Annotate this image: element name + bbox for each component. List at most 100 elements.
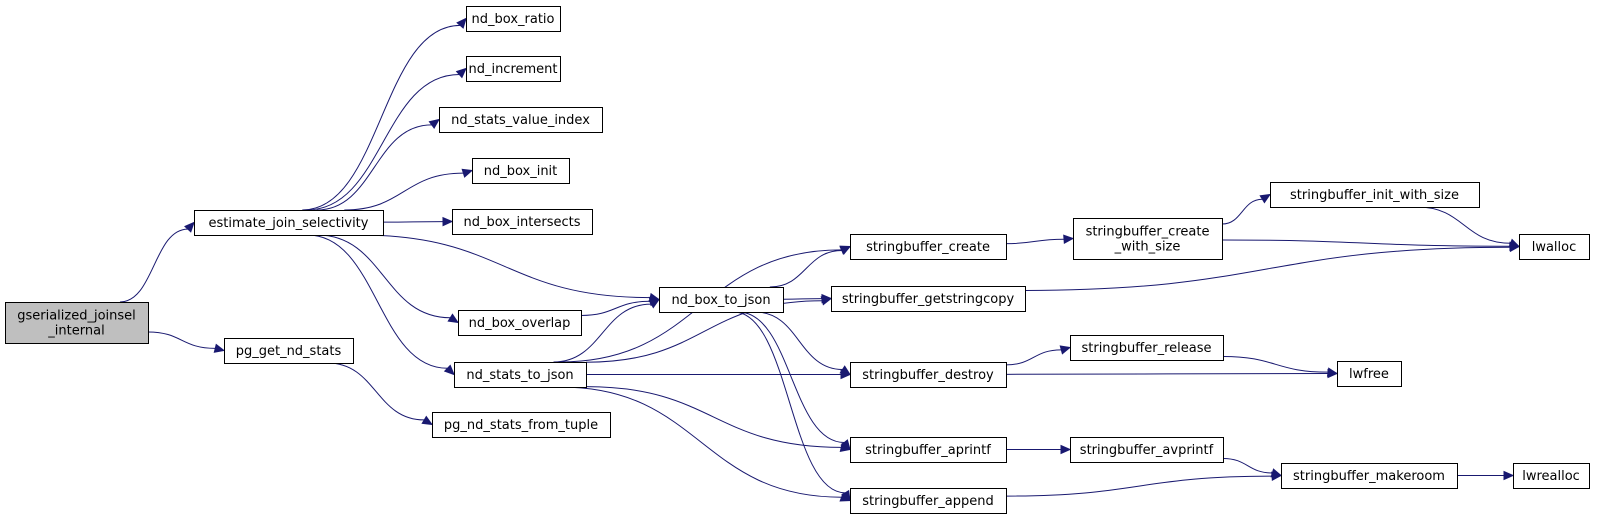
edge-stringbuffer_append-to-stringbuffer_makeroom: [1005, 471, 1283, 497]
node-label: nd_box_ratio: [472, 12, 555, 27]
node-stringbuffer_aprintf[interactable]: stringbuffer_aprintf: [850, 437, 1007, 463]
node-box[interactable]: [432, 412, 611, 438]
edge-stringbuffer_makeroom-to-lwrealloc: [1456, 470, 1515, 481]
node-label: lwalloc: [1532, 240, 1577, 255]
node-label: stringbuffer_destroy: [862, 368, 994, 383]
node-box[interactable]: [1070, 437, 1224, 463]
node-nd_box_overlap[interactable]: nd_box_overlap: [458, 310, 582, 336]
edge-gserialized_joinsel_internal-to-estimate_join_selectivity: [119, 221, 195, 303]
edge-nd_stats_to_json-to-stringbuffer_append: [560, 386, 852, 502]
node-stringbuffer_makeroom[interactable]: stringbuffer_makeroom: [1281, 463, 1458, 489]
node-box[interactable]: [850, 234, 1007, 260]
edge-estimate_join_selectivity-to-nd_box_overlap: [317, 234, 460, 324]
node-box[interactable]: [1281, 463, 1458, 489]
node-box[interactable]: [1337, 361, 1402, 387]
node-nd_box_intersects[interactable]: nd_box_intersects: [452, 209, 593, 235]
node-box[interactable]: [850, 437, 1007, 463]
node-box[interactable]: [1270, 182, 1480, 208]
node-pg_nd_stats_from_tuple[interactable]: pg_nd_stats_from_tuple: [432, 412, 611, 438]
node-nd_stats_to_json[interactable]: nd_stats_to_json: [454, 362, 587, 388]
node-label: pg_nd_stats_from_tuple: [444, 418, 598, 433]
node-label: gserialized_joinsel: [17, 309, 136, 324]
node-stringbuffer_append[interactable]: stringbuffer_append: [850, 488, 1007, 514]
edge-nd_box_overlap-to-nd_box_to_json: [580, 296, 661, 316]
edge-stringbuffer_getstringcopy-to-lwalloc: [1024, 242, 1521, 291]
node-stringbuffer_create_with_size[interactable]: stringbuffer_create_with_size: [1073, 218, 1223, 260]
node-label: stringbuffer_aprintf: [865, 443, 991, 458]
node-box[interactable]: [194, 210, 384, 236]
node-box[interactable]: [659, 287, 784, 313]
edge-stringbuffer_destroy-to-lwfree: [1005, 368, 1339, 379]
edge-estimate_join_selectivity-to-nd_stats_to_json: [307, 234, 455, 376]
node-label: estimate_join_selectivity: [209, 216, 369, 231]
edge-nd_box_to_json-to-stringbuffer_getstringcopy: [782, 293, 833, 304]
node-lwalloc[interactable]: lwalloc: [1519, 234, 1590, 260]
node-box[interactable]: [1513, 463, 1590, 489]
node-label: stringbuffer_append: [862, 494, 994, 509]
node-label: stringbuffer_release: [1081, 341, 1211, 356]
node-box[interactable]: [452, 209, 593, 235]
node-nd_box_ratio[interactable]: nd_box_ratio: [466, 6, 561, 32]
node-stringbuffer_destroy[interactable]: stringbuffer_destroy: [850, 362, 1007, 388]
node-box[interactable]: [1073, 218, 1223, 260]
edge-stringbuffer_aprintf-to-stringbuffer_avprintf: [1006, 444, 1072, 455]
node-box[interactable]: [466, 56, 561, 82]
node-estimate_join_selectivity[interactable]: estimate_join_selectivity: [194, 210, 384, 236]
node-label: _internal: [47, 324, 104, 339]
edge-nd_stats_to_json-to-stringbuffer_destroy: [585, 369, 852, 380]
edge-nd_stats_to_json-to-nd_box_to_json: [553, 298, 661, 363]
node-pg_get_nd_stats[interactable]: pg_get_nd_stats: [224, 338, 354, 364]
edge-estimate_join_selectivity-to-nd_box_intersects: [382, 216, 454, 227]
node-label: nd_box_intersects: [463, 215, 580, 230]
node-label: nd_stats_to_json: [466, 368, 573, 383]
node-box[interactable]: [1070, 335, 1224, 361]
node-lwfree[interactable]: lwfree: [1337, 361, 1402, 387]
edge-stringbuffer_release-to-lwfree: [1222, 355, 1339, 377]
node-gserialized_joinsel_internal[interactable]: gserialized_joinsel_internal: [5, 302, 149, 344]
node-stringbuffer_avprintf[interactable]: stringbuffer_avprintf: [1070, 437, 1224, 463]
node-box[interactable]: [454, 362, 587, 388]
node-label: lwfree: [1349, 367, 1389, 382]
nodes-layer: gserialized_joinsel_internal estimate_joi…: [5, 6, 1590, 514]
node-stringbuffer_release[interactable]: stringbuffer_release: [1070, 335, 1224, 361]
node-stringbuffer_create[interactable]: stringbuffer_create: [850, 234, 1007, 260]
node-stringbuffer_init_with_size[interactable]: stringbuffer_init_with_size: [1270, 182, 1480, 208]
node-lwrealloc[interactable]: lwrealloc: [1513, 463, 1590, 489]
node-box[interactable]: [439, 107, 603, 133]
node-box[interactable]: [831, 286, 1026, 312]
node-nd_box_init[interactable]: nd_box_init: [472, 158, 570, 184]
node-box[interactable]: [472, 158, 570, 184]
node-label: stringbuffer_create: [866, 240, 990, 255]
node-label: nd_box_to_json: [671, 293, 770, 308]
node-label: stringbuffer_makeroom: [1293, 469, 1445, 484]
edge-estimate_join_selectivity-to-nd_increment: [306, 67, 467, 211]
node-box[interactable]: [5, 302, 149, 344]
edge-nd_box_to_json-to-stringbuffer_create: [769, 245, 852, 288]
node-label: stringbuffer_getstringcopy: [842, 292, 1015, 307]
node-box[interactable]: [850, 488, 1007, 514]
node-box[interactable]: [224, 338, 354, 364]
node-label: stringbuffer_avprintf: [1080, 443, 1214, 458]
node-nd_box_to_json[interactable]: nd_box_to_json: [659, 287, 784, 313]
edge-nd_box_to_json-to-stringbuffer_destroy: [755, 311, 852, 376]
node-box[interactable]: [1519, 234, 1590, 260]
edge-stringbuffer_create-to-stringbuffer_create_with_size: [1005, 234, 1075, 245]
node-label: nd_stats_value_index: [451, 113, 590, 128]
node-label: pg_get_nd_stats: [236, 344, 342, 359]
node-label: nd_box_overlap: [469, 316, 571, 331]
node-box[interactable]: [850, 362, 1007, 388]
edge-gserialized_joinsel_internal-to-pg_get_nd_stats: [147, 331, 226, 353]
edge-nd_box_to_json-to-stringbuffer_append: [733, 311, 851, 502]
node-label: _with_size: [1114, 240, 1181, 255]
edge-estimate_join_selectivity-to-nd_box_to_json: [358, 234, 661, 303]
edges-layer: [119, 17, 1521, 502]
edge-stringbuffer_create_with_size-to-stringbuffer_init_with_size: [1221, 193, 1272, 225]
node-box[interactable]: [466, 6, 561, 32]
node-nd_stats_value_index[interactable]: nd_stats_value_index: [439, 107, 603, 133]
node-stringbuffer_getstringcopy[interactable]: stringbuffer_getstringcopy: [831, 286, 1026, 312]
edge-pg_get_nd_stats-to-pg_nd_stats_from_tuple: [327, 362, 434, 426]
node-nd_increment[interactable]: nd_increment: [466, 56, 561, 82]
edge-stringbuffer_create_with_size-to-lwalloc: [1221, 239, 1521, 252]
node-box[interactable]: [458, 310, 582, 336]
